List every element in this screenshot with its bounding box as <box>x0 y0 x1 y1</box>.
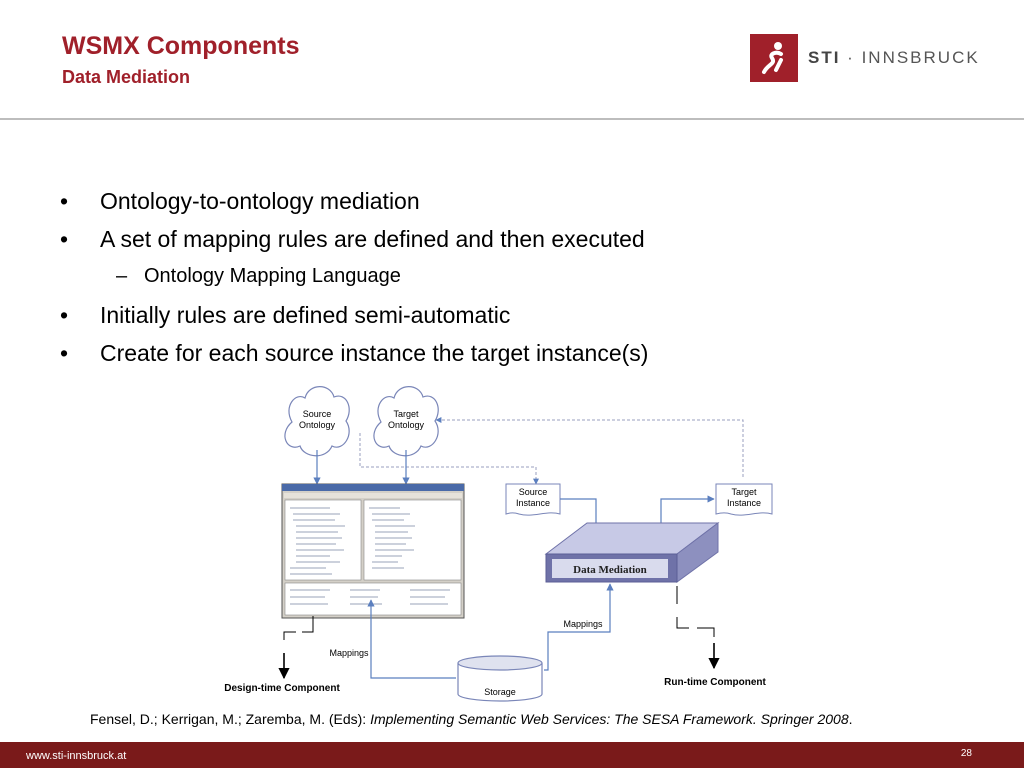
logo-brand: STI <box>808 48 841 67</box>
slide-title: WSMX Components <box>62 32 300 60</box>
bullet-list: Ontology-to-ontology mediation A set of … <box>60 186 960 376</box>
bullet-item: Initially rules are defined semi-automat… <box>60 300 960 338</box>
target-instance-line1: Target <box>731 487 757 497</box>
bullet-item: A set of mapping rules are defined and t… <box>60 224 960 262</box>
source-ontology-line2: Ontology <box>299 420 336 430</box>
bullet-item: Ontology-to-ontology mediation <box>60 186 960 224</box>
sub-bullet-item: Ontology Mapping Language <box>60 262 960 300</box>
target-ontology-line1: Target <box>393 409 419 419</box>
citation: Fensel, D.; Kerrigan, M.; Zaremba, M. (E… <box>90 711 853 727</box>
mappings-label-right: Mappings <box>563 619 603 629</box>
storage-label: Storage <box>484 687 516 697</box>
logo-separator: · <box>840 48 862 67</box>
source-instance-document: Source Instance <box>505 483 561 516</box>
run-time-label: Run-time Component <box>664 677 766 688</box>
storage-cylinder: Storage <box>457 655 543 702</box>
source-ontology-line1: Source <box>303 409 332 419</box>
data-mediation-box: Data Mediation <box>544 521 720 583</box>
mappings-label-left: Mappings <box>329 648 369 658</box>
run-time-marker <box>676 586 720 670</box>
mapping-editor-screenshot <box>281 483 465 619</box>
design-time-marker <box>278 616 314 680</box>
target-ontology-line2: Ontology <box>388 420 425 430</box>
sti-logo: STI · INNSBRUCK <box>750 34 978 84</box>
logo-place: INNSBRUCK <box>861 48 980 67</box>
design-time-label: Design-time Component <box>224 683 340 694</box>
source-ontology-cloud: Source Ontology <box>284 386 350 457</box>
target-instance-line2: Instance <box>727 498 761 508</box>
citation-end: . <box>848 711 853 727</box>
source-instance-line1: Source <box>519 487 548 497</box>
target-ontology-cloud: Target Ontology <box>373 386 439 457</box>
mappings-arrows <box>367 583 614 679</box>
sti-logo-mark <box>750 34 798 82</box>
citation-authors: Fensel, D.; Kerrigan, M.; Zaremba, M. (E… <box>90 711 371 727</box>
bullet-item: Create for each source instance the targ… <box>60 338 960 376</box>
ontology-arrows <box>313 450 410 485</box>
dashed-connectors <box>359 417 744 485</box>
source-instance-line2: Instance <box>516 498 550 508</box>
data-mediation-label: Data Mediation <box>573 564 647 576</box>
sti-logo-text: STI · INNSBRUCK <box>808 48 980 68</box>
sti-logo-icon <box>762 42 783 74</box>
header-divider <box>0 118 1024 120</box>
page-number: 28 <box>960 748 972 759</box>
footer-bar: www.sti-innsbruck.at 28 <box>0 742 1024 768</box>
citation-title: Implementing Semantic Web Services: The … <box>370 711 849 727</box>
footer-url[interactable]: www.sti-innsbruck.at <box>26 750 127 762</box>
slide-subtitle: Data Mediation <box>62 67 191 87</box>
target-instance-document: Target Instance <box>715 483 773 516</box>
